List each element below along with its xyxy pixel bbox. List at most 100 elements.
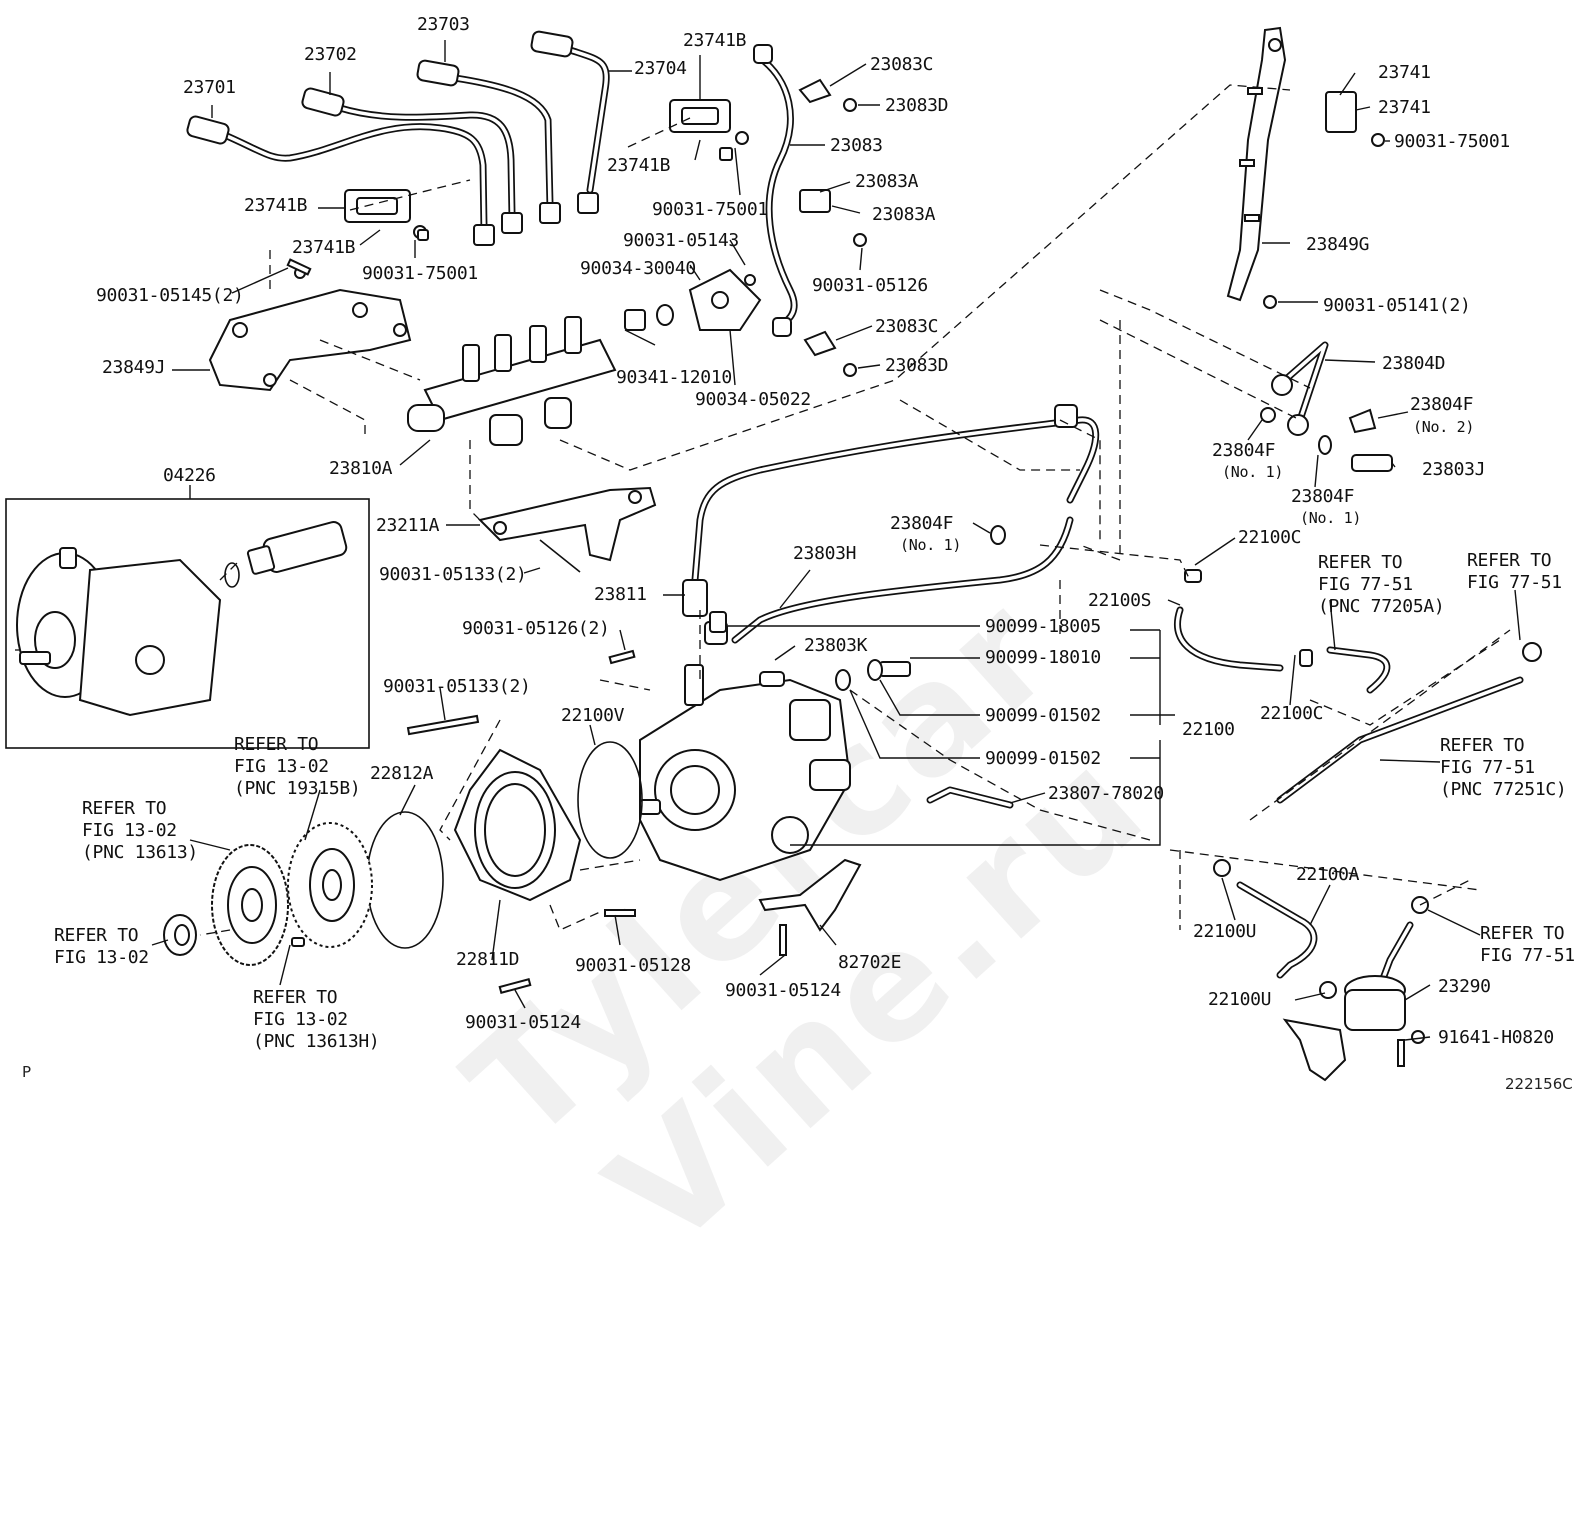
label-23083d-a: 23083D: [885, 95, 949, 116]
label-90031-05126-b: 90031-05126(2): [462, 618, 610, 639]
label-90031-05133-b: 90031-05133(2): [383, 676, 531, 697]
label-refer-77251c-2: FIG 77-51: [1440, 757, 1535, 778]
hose-77205a: [1326, 646, 1391, 694]
phantom-lines: [15, 84, 1511, 936]
bracket-23849j: [208, 267, 412, 392]
page-marker: P: [22, 1063, 32, 1081]
label-refer-13-02-1: REFER TO: [54, 925, 139, 946]
label-90099-01502-a: 90099-01502: [985, 705, 1101, 726]
label-23803h: 23803H: [793, 543, 857, 564]
label-23290: 23290: [1438, 976, 1491, 997]
label-23804f-no2: 23804F: [1410, 394, 1474, 415]
label-90031-05128: 90031-05128: [575, 955, 691, 976]
label-22100u-b: 22100U: [1208, 989, 1272, 1010]
parts-diagram: [5, 26, 1542, 1082]
label-refer-77-51-a-1: REFER TO: [1467, 550, 1552, 571]
pressure-valve: [624, 268, 762, 331]
label-refer-13613-2: FIG 13-02: [82, 820, 177, 841]
bracket-23211a: [478, 486, 657, 562]
label-23803k: 23803K: [804, 635, 868, 656]
label-22100u-a: 22100U: [1193, 921, 1257, 942]
label-refer-77205a-1: REFER TO: [1318, 552, 1403, 573]
label-90099-18010: 90099-18010: [985, 647, 1101, 668]
label-23083d-b: 23083D: [885, 355, 949, 376]
label-refer-77251c-3: (PNC 77251C): [1440, 779, 1567, 800]
clamp-23741b-upper: [669, 99, 749, 145]
label-23211a: 23211A: [376, 515, 440, 536]
o-ring-22812a: [366, 811, 444, 949]
injection-pipe-23702: [301, 87, 523, 234]
label-90341-12010: 90341-12010: [616, 367, 732, 388]
injection-pipe-23703: [416, 59, 561, 224]
bracket-23849g: [1226, 26, 1385, 309]
label-22100a: 22100A: [1296, 864, 1360, 885]
label-refer-77205a-3: (PNC 77205A): [1318, 596, 1445, 617]
label-23701: 23701: [183, 77, 236, 98]
label-23804f-no1-a-note: (No. 1): [1222, 463, 1284, 481]
label-23083a-b: 23083A: [872, 204, 936, 225]
leader-lines: [151, 40, 1521, 1041]
pipe-23804d: [1260, 341, 1393, 472]
label-23807-78020: 23807-78020: [1048, 783, 1164, 804]
label-refer-77251c-1: REFER TO: [1440, 735, 1525, 756]
label-23849j: 23849J: [102, 357, 166, 378]
label-23804f-no1-c-note: (No. 1): [900, 536, 962, 554]
o-ring-22100v: [577, 741, 643, 859]
label-23804f-no1-c: 23804F: [890, 513, 954, 534]
label-23804d: 23804D: [1382, 353, 1446, 374]
label-22100v: 22100V: [561, 705, 625, 726]
label-22811d: 22811D: [456, 949, 520, 970]
inset-04226: [5, 498, 370, 749]
label-22100s: 22100S: [1088, 590, 1152, 611]
label-23741b-b: 23741B: [607, 155, 671, 176]
label-refer-13613h-3: (PNC 13613H): [253, 1031, 380, 1052]
clamp-23741b-lower: [344, 189, 427, 239]
label-90099-01502-b: 90099-01502: [985, 748, 1101, 769]
supply-pump-22100: [639, 611, 852, 882]
hose-22100s: [1174, 569, 1313, 672]
label-23804f-no1-a: 23804F: [1212, 440, 1276, 461]
figure-code: 222156C: [1505, 1075, 1573, 1093]
label-refer-13613-1: REFER TO: [82, 798, 167, 819]
label-90031-05124-b: 90031-05124: [465, 1012, 581, 1033]
label-23849g: 23849G: [1306, 234, 1370, 255]
label-90031-75001-c: 90031-75001: [1394, 131, 1510, 152]
bolts: [286, 87, 1405, 1067]
label-22812a: 22812A: [370, 763, 434, 784]
label-refer-13-02-2: FIG 13-02: [54, 947, 149, 968]
label-90034-05022: 90034-05022: [695, 389, 811, 410]
label-23702: 23702: [304, 44, 357, 65]
hose-22100a: [1213, 859, 1429, 999]
label-23804f-no2-note: (No. 2): [1413, 418, 1475, 436]
label-refer-13613h-1: REFER TO: [253, 987, 338, 1008]
label-refer-19315b-3: (PNC 19315B): [234, 778, 361, 799]
nut-13-02: [163, 914, 197, 956]
label-90031-05143: 90031-05143: [623, 230, 739, 251]
label-90099-18005: 90099-18005: [985, 616, 1101, 637]
label-91641-h0820: 91641-H0820: [1438, 1027, 1554, 1048]
label-82702e: 82702E: [838, 952, 902, 973]
label-23810a: 23810A: [329, 458, 393, 479]
label-23083a-a: 23083A: [855, 171, 919, 192]
label-23741-b: 23741: [1378, 97, 1431, 118]
pipe-23083: [753, 44, 867, 377]
label-04226: 04226: [163, 465, 216, 486]
label-23811: 23811: [594, 584, 647, 605]
label-22100c-a: 22100C: [1238, 527, 1302, 548]
bracket-82702e: [758, 858, 862, 932]
injection-pipe-23704: [530, 30, 610, 214]
label-refer-13613h-2: FIG 13-02: [253, 1009, 348, 1030]
label-23703: 23703: [417, 14, 470, 35]
label-90031-75001-b: 90031-75001: [362, 263, 478, 284]
priming-pump-23290: [1282, 921, 1425, 1082]
label-23741b-d: 23741B: [292, 237, 356, 258]
label-90031-05141: 90031-05141(2): [1323, 295, 1471, 316]
label-refer-77-51-b-2: FIG 77-51: [1480, 945, 1575, 966]
label-90031-05124-a: 90031-05124: [725, 980, 841, 1001]
label-23083: 23083: [830, 135, 883, 156]
common-rail-23810a: [407, 316, 617, 446]
label-23804f-no1-b-note: (No. 1): [1300, 509, 1362, 527]
label-23083c-a: 23083C: [870, 54, 934, 75]
pipe-23803h: [682, 404, 1100, 645]
injection-pipe-23701: [186, 115, 495, 246]
